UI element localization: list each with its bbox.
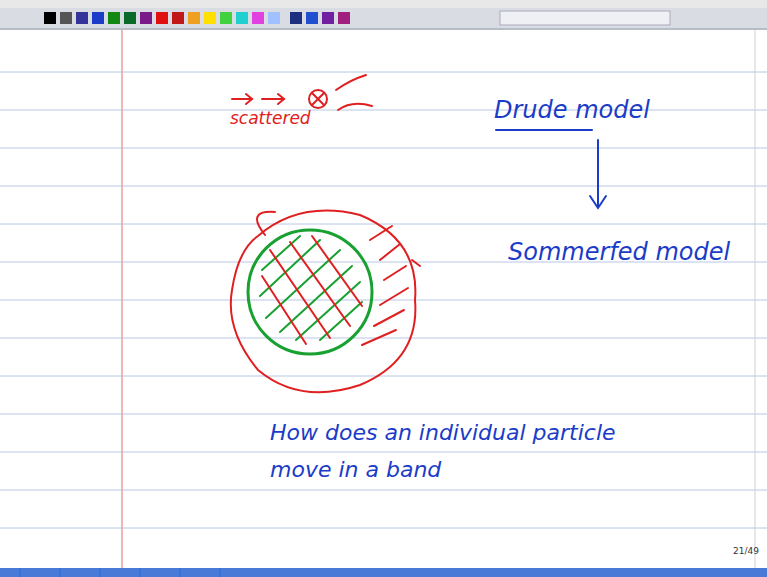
model-label: Sommerfed model: [508, 238, 730, 266]
status-bar: [0, 568, 767, 577]
fermi-sphere-sketch: [231, 211, 420, 393]
page-number: 21/49: [733, 546, 759, 556]
model-label: Drude model: [494, 96, 650, 124]
ruler-ticks: [20, 568, 220, 577]
model-arrow: [496, 130, 606, 208]
ruled-lines: [0, 72, 767, 528]
question-note: How does an individual particle move in …: [270, 414, 670, 489]
scatter-label: scattered: [230, 108, 311, 128]
scattering-sketch: [232, 75, 372, 110]
color-palette: [44, 11, 670, 25]
margin-line: [121, 30, 123, 568]
